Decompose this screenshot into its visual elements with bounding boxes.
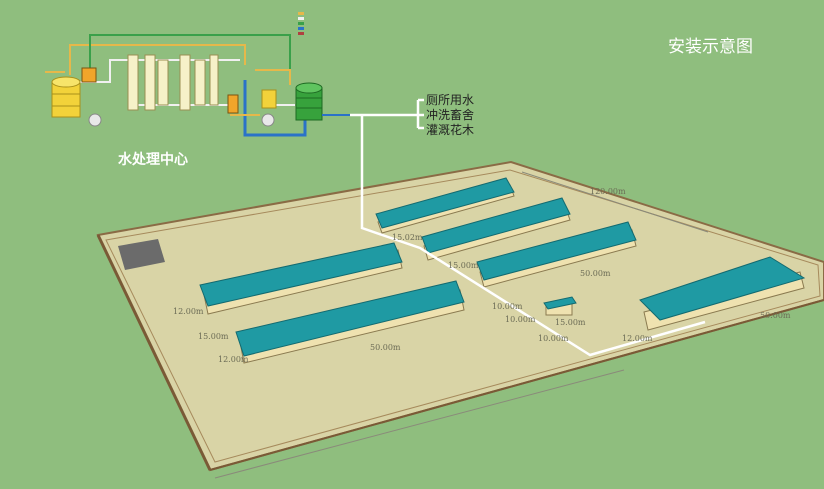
dim-label: 12.00m [218, 355, 249, 364]
dim-label: 120.00m [590, 187, 626, 196]
barn [235, 280, 465, 364]
dimension-labels: 120.00m 15.02m 15.00m 50.00m 12.00m 15.0… [173, 187, 791, 364]
dim-label: 50.00m [760, 311, 791, 320]
dim-label: 15.00m [448, 261, 479, 270]
barns [199, 177, 806, 364]
dim-label: 12.00m [622, 334, 653, 343]
dim-label: 15.00m [198, 332, 229, 341]
barn [421, 197, 571, 261]
filter-columns [127, 54, 219, 111]
dim-label: 10.00m [492, 302, 523, 311]
water-treatment-schematic [45, 12, 350, 137]
pit [118, 239, 165, 270]
usage-labels: 厕所用水 冲洗畜舍 灌溉花木 [426, 93, 474, 137]
pump-house [543, 296, 577, 316]
product-water-tank [295, 82, 323, 121]
farm-ground [96, 160, 824, 479]
water-center-label: 水处理中心 [118, 151, 188, 168]
water-pipe [350, 98, 706, 357]
schematic-legend [298, 12, 304, 35]
dim-label: 15.00m [555, 318, 586, 327]
intermediate-tank [227, 94, 239, 114]
dim-label: 50.00m [370, 343, 401, 352]
pump-icon [261, 113, 275, 127]
dim-label: 15.02m [392, 233, 423, 242]
usage-label: 厕所用水 [426, 93, 474, 107]
barn [199, 242, 403, 315]
reaction-tank [261, 89, 277, 109]
dim-label: 50.00m [580, 269, 611, 278]
barn [639, 256, 806, 331]
page-title: 安装示意图 [668, 37, 753, 57]
usage-label: 冲洗畜舍 [426, 107, 474, 122]
pump-icon [88, 113, 102, 127]
dim-label: 10.00m [538, 334, 569, 343]
dim-label: 12.00m [173, 307, 204, 316]
usage-label: 灌溉花木 [426, 122, 474, 137]
raw-water-tank [51, 76, 81, 118]
barn [375, 177, 515, 234]
dosing-box [81, 67, 97, 83]
barn [476, 221, 637, 288]
dim-label: 10.00m [505, 315, 536, 324]
